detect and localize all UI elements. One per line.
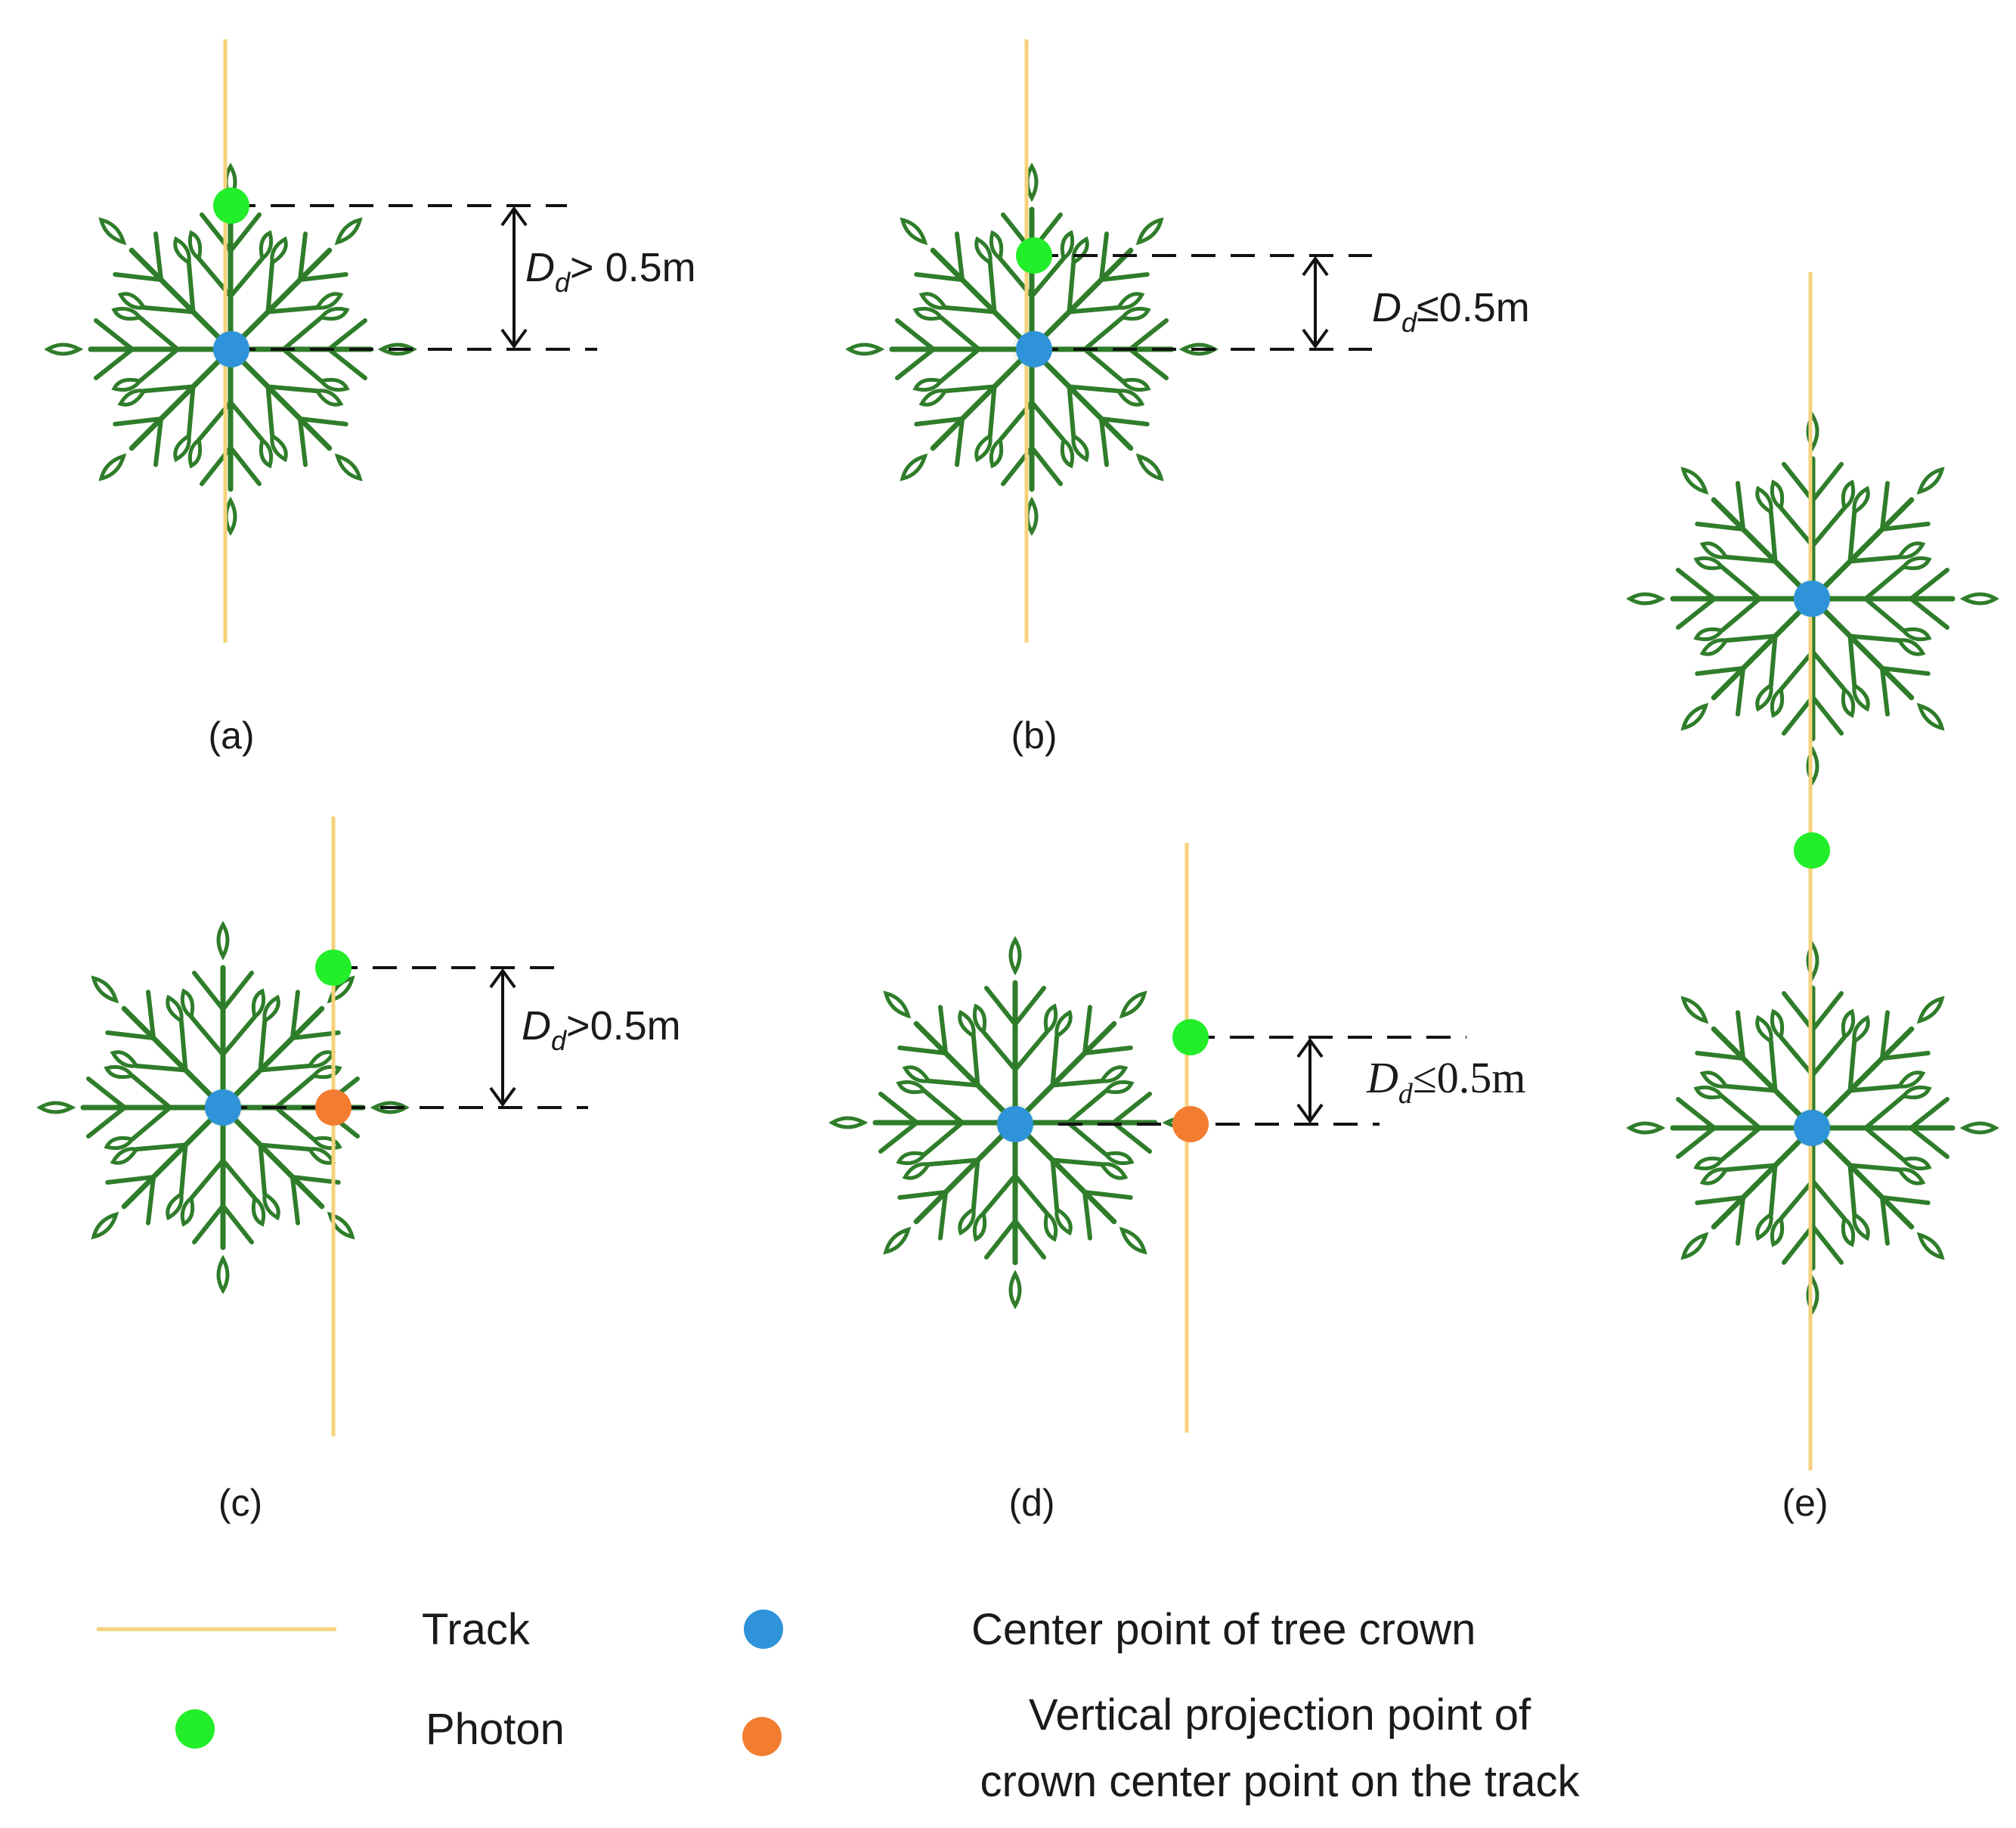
panel-label: (e) — [1782, 1482, 1828, 1524]
crown-center-dot-icon — [1016, 331, 1052, 367]
legend-projection-dot-icon — [742, 1717, 782, 1756]
projection-dot-icon — [315, 1089, 351, 1126]
panel-label: (b) — [1011, 714, 1057, 757]
legend-projection-label-line1: Vertical projection point of — [1029, 1690, 1531, 1740]
crown-center-dot-icon — [997, 1106, 1033, 1142]
panel-label: (c) — [218, 1482, 262, 1524]
legend-photon-dot-icon — [175, 1709, 215, 1749]
panel-b: Dd≤0.5m (b) — [849, 39, 1530, 757]
distance-label: Dd≤0.5m — [1366, 1053, 1525, 1110]
crown-center-dot-icon — [205, 1089, 241, 1126]
projection-dot-icon — [1172, 1106, 1209, 1142]
panel-e: (e) — [1630, 272, 1996, 1524]
panel-label: (d) — [1008, 1482, 1054, 1524]
panel-a: Dd> 0.5m (a) — [48, 39, 696, 757]
legend-center-label: Center point of tree crown — [971, 1605, 1476, 1654]
panel-label: (a) — [208, 714, 254, 757]
panel-d: Dd≤0.5m (d) — [832, 843, 1525, 1524]
crown-center-dot-icon — [1794, 581, 1830, 617]
distance-label: Dd>0.5m — [522, 1003, 681, 1056]
legend: Track Center point of tree crown Photon … — [97, 1605, 1581, 1806]
distance-label: Dd≤0.5m — [1372, 285, 1530, 338]
crown-center-dot-icon — [213, 331, 249, 367]
legend-track-label: Track — [422, 1605, 531, 1654]
distance-label: Dd> 0.5m — [525, 245, 696, 298]
photon-dot-icon — [315, 950, 351, 986]
photon-dot-icon — [1172, 1019, 1209, 1055]
legend-photon-label: Photon — [426, 1705, 565, 1754]
legend-projection-label-line2: crown center point on the track — [980, 1757, 1580, 1806]
photon-dot-icon — [1794, 832, 1830, 869]
crown-center-dot-icon — [1794, 1110, 1830, 1146]
panel-c: Dd>0.5m (c) — [40, 816, 681, 1524]
photon-dot-icon — [213, 187, 249, 224]
legend-center-dot-icon — [744, 1610, 783, 1649]
photon-dot-icon — [1016, 237, 1052, 274]
